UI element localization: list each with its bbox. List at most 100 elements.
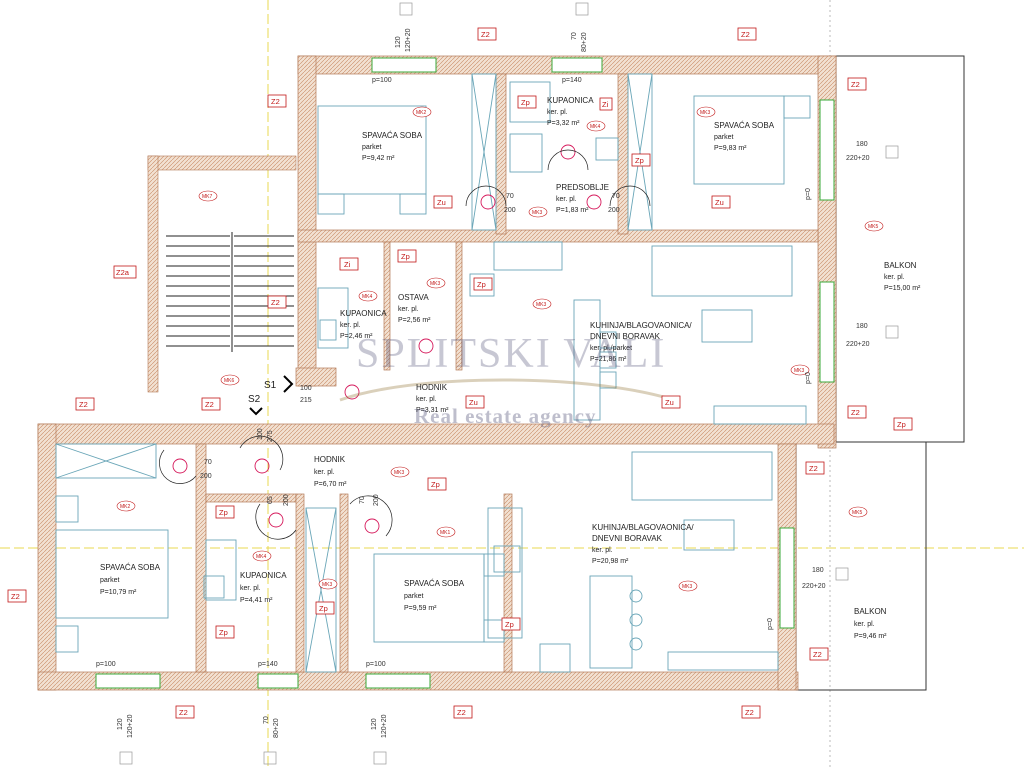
room-floor: parket: [100, 577, 120, 584]
dimension-label: 120+20: [405, 28, 412, 52]
section-s1: S1: [264, 380, 277, 391]
mk-tag: MK2: [416, 110, 427, 116]
room-name: PREDSOBLJE: [556, 183, 609, 192]
mk-tag: MK3: [322, 582, 333, 588]
mk-tag-labels: MK2 MK4 MK3 MK3 MK4 MK3 MK3 MK3 MK5 MK6 …: [120, 110, 879, 590]
dimension-label: 70: [571, 32, 578, 40]
room-area: P=9,46 m²: [854, 633, 887, 640]
mk-tag: MK3: [700, 110, 711, 116]
door-swings: [159, 149, 651, 540]
wall-tag: Zi: [602, 100, 609, 109]
wall-tag: Z2: [271, 298, 280, 307]
room-area: P=3,32 m²: [547, 120, 580, 127]
dimension-label: 275: [267, 430, 274, 442]
dimension-label: 120: [395, 36, 402, 48]
dimension-label: 70: [263, 716, 270, 724]
dimension-label: 200: [504, 207, 516, 214]
room-floor: ker. pl.: [416, 396, 437, 403]
room-label: BALKON ker. pl. P=9,46 m²: [854, 607, 887, 640]
dimension-label: 220+20: [846, 155, 870, 162]
room-label: SPAVAĆA SOBA parket P=9,42 m²: [362, 131, 423, 162]
wall-tag: Z2: [745, 708, 754, 717]
room-area: P=6,70 m²: [314, 481, 347, 488]
wall-tag: Zp: [401, 252, 410, 261]
room-area: P=4,41 m²: [240, 597, 273, 604]
room-area: P=10,79 m²: [100, 589, 137, 596]
dimension-label: p=100: [372, 77, 392, 84]
room-floor: parket: [404, 593, 424, 600]
room-name: BALKON: [884, 261, 917, 270]
room-name: OSTAVA: [398, 293, 429, 302]
dimension-label: 220+20: [802, 583, 826, 590]
wall-tag: Z2: [813, 650, 822, 659]
wall-tag: Z2: [179, 708, 188, 717]
room-area: P=3,31 m²: [416, 407, 449, 414]
mk-tag: MK4: [256, 554, 267, 560]
room-floor: ker. pl./parket: [590, 345, 632, 352]
room-label: KUPAONICA ker. pl. P=4,41 m²: [240, 571, 287, 604]
mk-tag: MK3: [532, 210, 543, 216]
mk-tag: MK3: [394, 470, 405, 476]
dimension-label: p=100: [96, 661, 116, 668]
dimension-label: 180: [856, 141, 868, 148]
room-name: KUHINJA/BLAGOVAONICA/: [590, 321, 692, 330]
room-label: OSTAVA ker. pl. P=2,56 m²: [398, 293, 431, 324]
wall-tag: Z2: [809, 464, 818, 473]
dimension-label: 180: [856, 323, 868, 330]
room-name: SPAVAĆA SOBA: [100, 563, 161, 572]
room-area: P=9,42 m²: [362, 155, 395, 162]
wall-tag: Z2: [741, 30, 750, 39]
room-area: P=9,59 m²: [404, 605, 437, 612]
wall-tag: Z2: [271, 97, 280, 106]
room-label: SPAVAĆA SOBA parket P=9,59 m²: [404, 579, 465, 612]
dimension-label: 120: [371, 718, 378, 730]
room-name: HODNIK: [416, 383, 448, 392]
dimension-label: 70: [359, 496, 366, 504]
wall-tag: Z2: [851, 408, 860, 417]
room-floor: ker. pl.: [592, 547, 613, 554]
wall-tag: Z2: [11, 592, 20, 601]
dimension-label: 100: [300, 385, 312, 392]
room-area: P=2,46 m²: [340, 333, 373, 340]
room-floor: ker. pl.: [556, 196, 577, 203]
mk-tag: MK6: [224, 378, 235, 384]
room-area: P=15,00 m²: [884, 285, 921, 292]
room-floor: ker. pl.: [884, 274, 905, 281]
dimension-label: 180: [812, 567, 824, 574]
dimension-label: p=0: [767, 618, 774, 630]
room-label: BALKON ker. pl. P=15,00 m²: [884, 261, 921, 292]
mk-tag: MK3: [430, 281, 441, 287]
room-floor: ker. pl.: [398, 306, 419, 313]
dimension-label: 200: [608, 207, 620, 214]
mk-tag: MK3: [682, 584, 693, 590]
section-s2: S2: [248, 394, 261, 405]
watermark-title: SPLITSKI VALI: [356, 331, 667, 377]
wall-tag: Zp: [219, 628, 228, 637]
dimension-label: p=140: [258, 661, 278, 668]
dimension-label: 70: [506, 193, 514, 200]
wall-tag: Z2: [79, 400, 88, 409]
room-label: SPAVAĆA SOBA parket P=10,79 m²: [100, 563, 161, 596]
dimension-label: 120+20: [381, 714, 388, 738]
room-name: BALKON: [854, 607, 887, 616]
room-label: KUHINJA/BLAGOVAONICA/ DNEVNI BORAVAK ker…: [592, 523, 694, 565]
wall-tag: Zp: [477, 280, 486, 289]
mk-tag: MK3: [794, 368, 805, 374]
room-floor: ker. pl.: [547, 109, 568, 116]
room-label: HODNIK ker. pl. P=6,70 m²: [314, 455, 347, 488]
room-floor: parket: [714, 134, 734, 141]
wall-tag: Zu: [469, 398, 478, 407]
furniture: [55, 73, 811, 673]
room-name: SPAVAĆA SOBA: [404, 579, 465, 588]
mk-tag: MK5: [868, 224, 879, 230]
room-label: HODNIK ker. pl. P=3,31 m²: [416, 383, 449, 414]
dimension-label: p=100: [366, 661, 386, 668]
dimension-label: 65: [267, 496, 274, 504]
dimension-label: p=0: [805, 188, 812, 200]
room-name: KUHINJA/BLAGOVAONICA/: [592, 523, 694, 532]
wall-tag: Zp: [635, 156, 644, 165]
room-label: KUPAONICA ker. pl. P=2,46 m²: [340, 309, 387, 340]
dimension-label: 70: [204, 459, 212, 466]
room-label: KUHINJA/BLAGOVAONICA/ DNEVNI BORAVAK ker…: [590, 321, 692, 363]
